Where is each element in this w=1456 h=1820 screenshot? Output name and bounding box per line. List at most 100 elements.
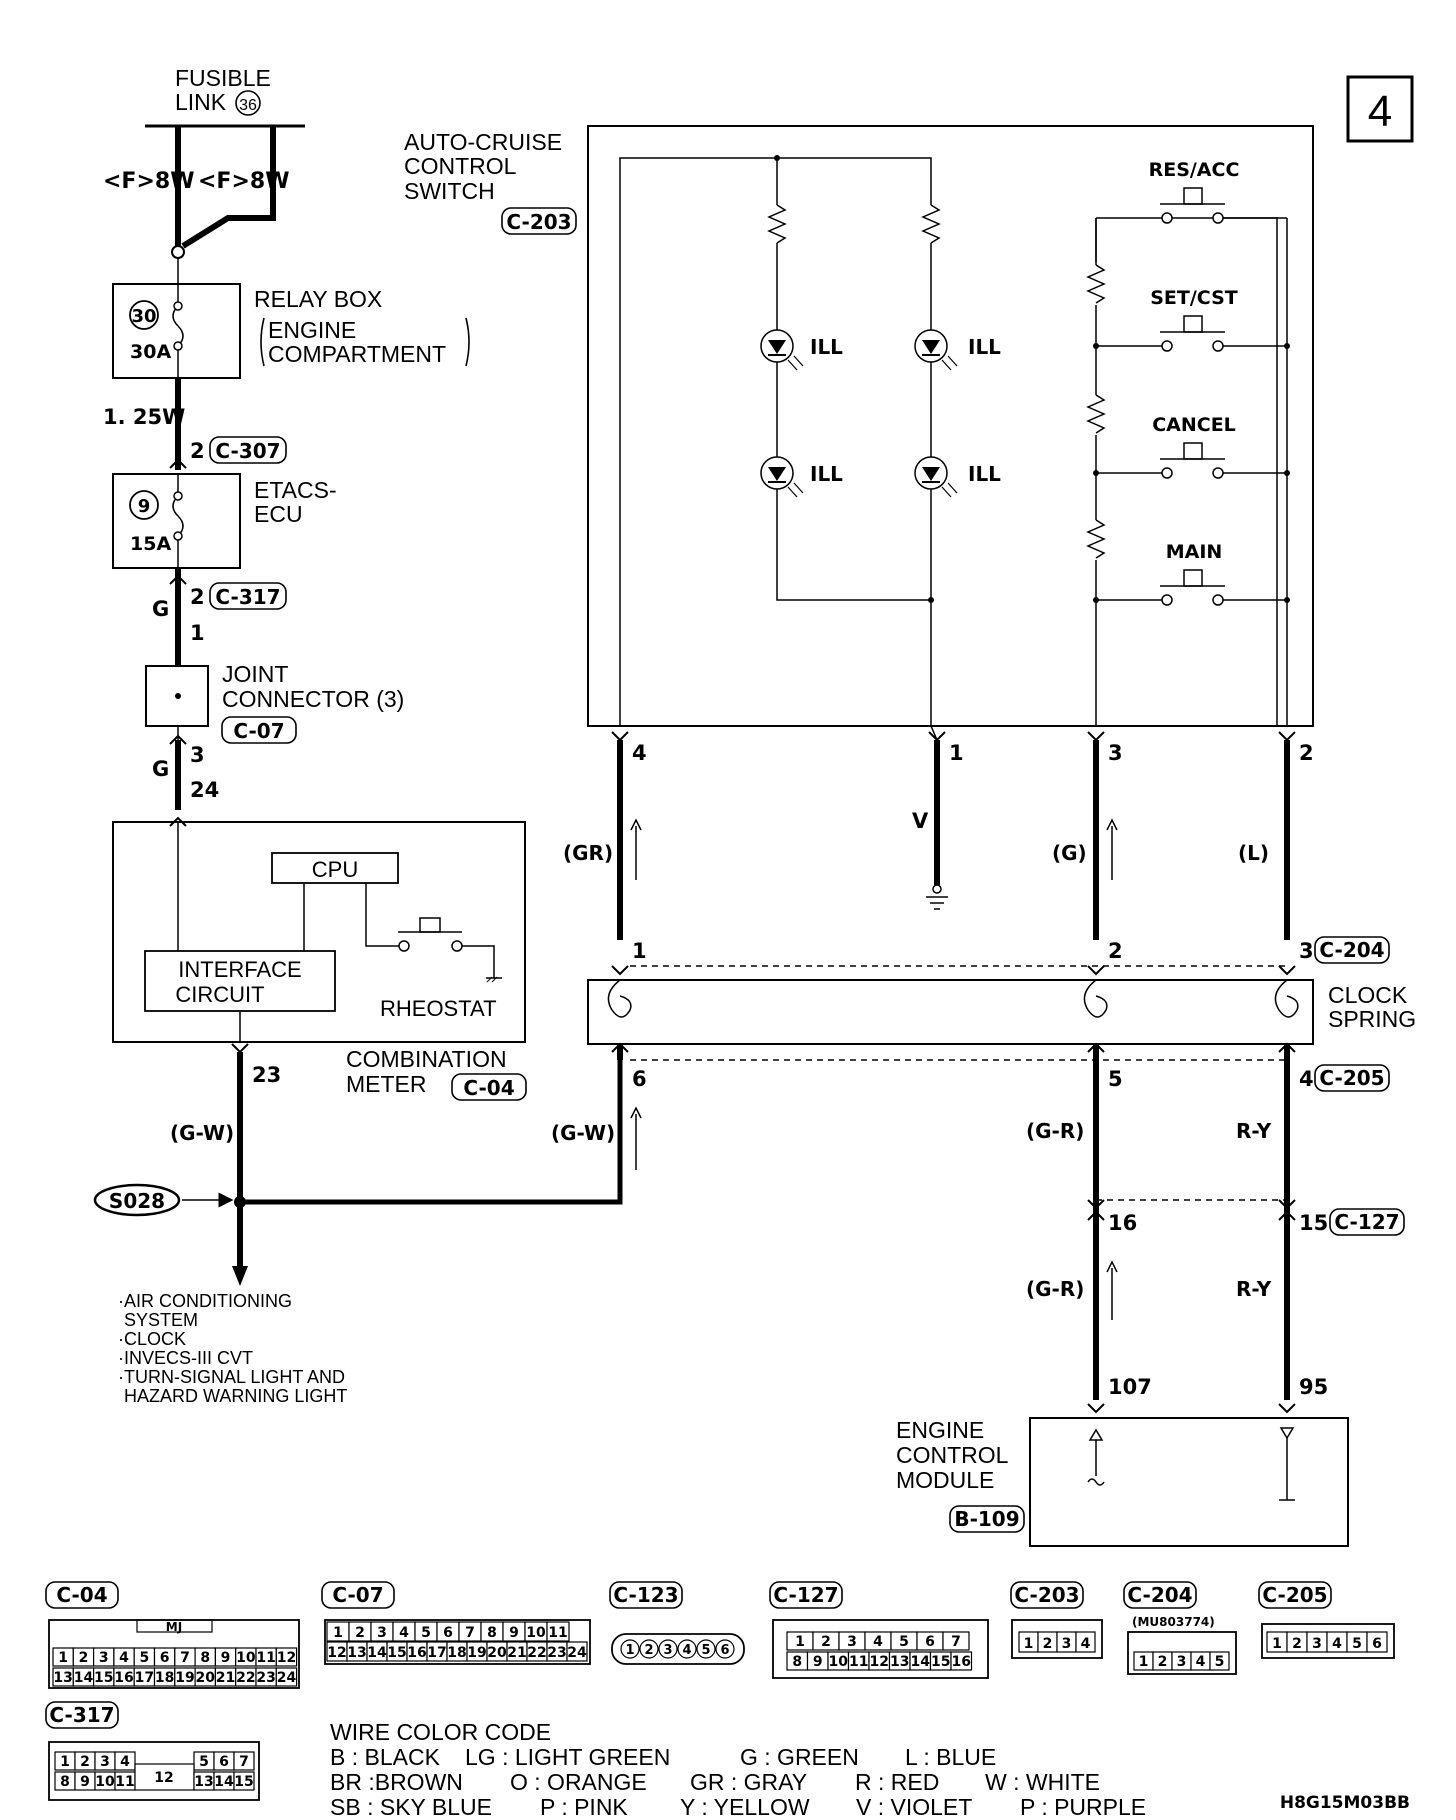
ecm-label-2: CONTROL xyxy=(896,1442,1009,1468)
meter-pin-out: 23 xyxy=(252,1063,281,1087)
page-number: 4 xyxy=(1368,87,1392,136)
clock-spring-pin-top-2: 2 xyxy=(1108,939,1123,963)
connector-pin: 2 xyxy=(644,1643,653,1658)
color-code-entry: L : BLUE xyxy=(905,1744,996,1770)
relay-box-title: RELAY BOX xyxy=(254,286,382,312)
connector-pin: 13 xyxy=(194,1774,213,1790)
clock-spring-pin-top-3: 3 xyxy=(1299,939,1314,963)
page-number-box: 4 xyxy=(1346,75,1414,143)
connector-pin: 1 xyxy=(58,1650,68,1666)
connector-pin: 6 xyxy=(720,1643,729,1658)
switch-button-res-acc: RES/ACC xyxy=(1096,159,1287,224)
switch-pin-3: 3 xyxy=(1108,741,1123,765)
ill-led-4: ILL xyxy=(914,456,1001,498)
c127-pin-16: 16 xyxy=(1108,1211,1137,1235)
connector-pin: 9 xyxy=(80,1774,90,1790)
switch-button-label: CANCEL xyxy=(1152,414,1236,436)
connector-pin: 2 xyxy=(355,1625,365,1641)
ill-label-3: ILL xyxy=(810,462,843,486)
relay-fuse-amps: 30A xyxy=(130,341,171,363)
connector-c04-tag: MJ xyxy=(166,1620,182,1634)
connector-pin: 2 xyxy=(1158,1654,1168,1670)
etacs-fuse-amps: 15A xyxy=(130,533,171,555)
connector-pin: 16 xyxy=(114,1670,133,1686)
connector-pin: 10 xyxy=(526,1625,546,1641)
etacs-pin-in: 2 xyxy=(190,439,205,463)
connector-c203 xyxy=(1011,1619,1103,1659)
wire-gr-label: (GR) xyxy=(563,841,613,865)
connector-pin: 9 xyxy=(813,1654,823,1670)
connector-pin: 4 xyxy=(399,1625,409,1641)
wire-g1-label: G xyxy=(152,597,169,621)
connector-pin: 12 xyxy=(154,1770,173,1786)
ecm-conn: B-109 xyxy=(954,1507,1019,1531)
wire-125w-label: 1. 25W xyxy=(103,405,185,429)
color-code-entry: O : ORANGE xyxy=(510,1769,647,1795)
connector-pin: 6 xyxy=(160,1650,170,1666)
etacs-label-2: ECU xyxy=(254,501,303,527)
color-code-entry: B : BLACK xyxy=(330,1744,441,1770)
connector-pin: 16 xyxy=(952,1654,971,1670)
connector-pin: 11 xyxy=(115,1774,134,1790)
destination-1: ·AIR CONDITIONING xyxy=(118,1291,292,1311)
connector-pin: 11 xyxy=(548,1625,567,1641)
connector-pin: 22 xyxy=(236,1670,255,1686)
etacs-fuse-number: 9 xyxy=(138,496,151,517)
connector-pin: 3 xyxy=(847,1634,857,1650)
resistor xyxy=(1086,394,1106,434)
color-code-entry: G : GREEN xyxy=(740,1744,859,1770)
connector-pin: 19 xyxy=(175,1670,194,1686)
color-code-entry: GR : GRAY xyxy=(690,1769,807,1795)
relay-box-line3: COMPARTMENT xyxy=(268,341,446,367)
connector-pin: 4 xyxy=(119,1650,129,1666)
color-code-entry: V : VIOLET xyxy=(856,1794,972,1820)
connector-label-c205: C-205 xyxy=(1262,1583,1327,1607)
wire-v-label: V xyxy=(912,809,929,833)
connector-pin: 4 xyxy=(1081,1636,1091,1652)
connector-pin: 2 xyxy=(80,1754,90,1770)
connector-c205 xyxy=(1261,1623,1395,1659)
connector-pin: 22 xyxy=(527,1645,546,1661)
etacs-conn-in: C-307 xyxy=(215,439,280,463)
fusible-link-number: 36 xyxy=(239,97,257,114)
connector-pin: 4 xyxy=(120,1754,130,1770)
connector-pin: 17 xyxy=(427,1645,446,1661)
color-code-entry: P : PURPLE xyxy=(1020,1794,1146,1820)
connector-c317 xyxy=(48,1741,260,1801)
connector-pin: 8 xyxy=(60,1774,70,1790)
connector-c07 xyxy=(324,1619,591,1665)
switch-button-label: RES/ACC xyxy=(1149,159,1240,181)
switch-name-3: SWITCH xyxy=(404,178,495,204)
joint-pin-out: 3 xyxy=(190,743,205,767)
connector-pin: 21 xyxy=(507,1645,526,1661)
connector-label-c04: C-04 xyxy=(56,1583,107,1607)
clock-spring-pin-bottom-4: 4 xyxy=(1299,1067,1314,1091)
wire-gw-label-left: (G-W) xyxy=(170,1121,234,1145)
clock-spring-label-2: SPRING xyxy=(1328,1006,1416,1032)
connector-pin: 1 xyxy=(333,1625,343,1641)
ecm-label-1: ENGINE xyxy=(896,1417,984,1443)
connector-pin: 15 xyxy=(94,1670,113,1686)
interface-label-1: INTERFACE xyxy=(178,957,301,982)
switch-button-label: SET/CST xyxy=(1150,287,1238,309)
destination-6: HAZARD WARNING LIGHT xyxy=(124,1386,347,1406)
connector-pin: 2 xyxy=(1292,1636,1302,1652)
connector-pin: 1 xyxy=(1139,1654,1149,1670)
connector-pin: 14 xyxy=(911,1654,931,1670)
connector-pin: 3 xyxy=(1177,1654,1187,1670)
wire-ry-label-2: R-Y xyxy=(1236,1277,1272,1301)
feed-wire-left-label: <F>8W xyxy=(103,169,194,194)
destination-5: ·TURN-SIGNAL LIGHT AND xyxy=(118,1367,345,1387)
connector-pin: 3 xyxy=(99,1650,109,1666)
ecm-ground-symbol xyxy=(1279,1427,1295,1440)
connector-pin: 6 xyxy=(925,1634,935,1650)
connector-pin: 5 xyxy=(139,1650,149,1666)
ill-label-2: ILL xyxy=(968,335,1001,359)
rheostat-label: RHEOSTAT xyxy=(380,996,497,1021)
connector-pin: 4 xyxy=(1332,1636,1342,1652)
relay-fuse-number: 30 xyxy=(131,306,156,327)
connector-pin: 8 xyxy=(200,1650,210,1666)
clock-spring-pin-bottom-6: 6 xyxy=(632,1067,647,1091)
ecm-box xyxy=(1029,1417,1349,1547)
